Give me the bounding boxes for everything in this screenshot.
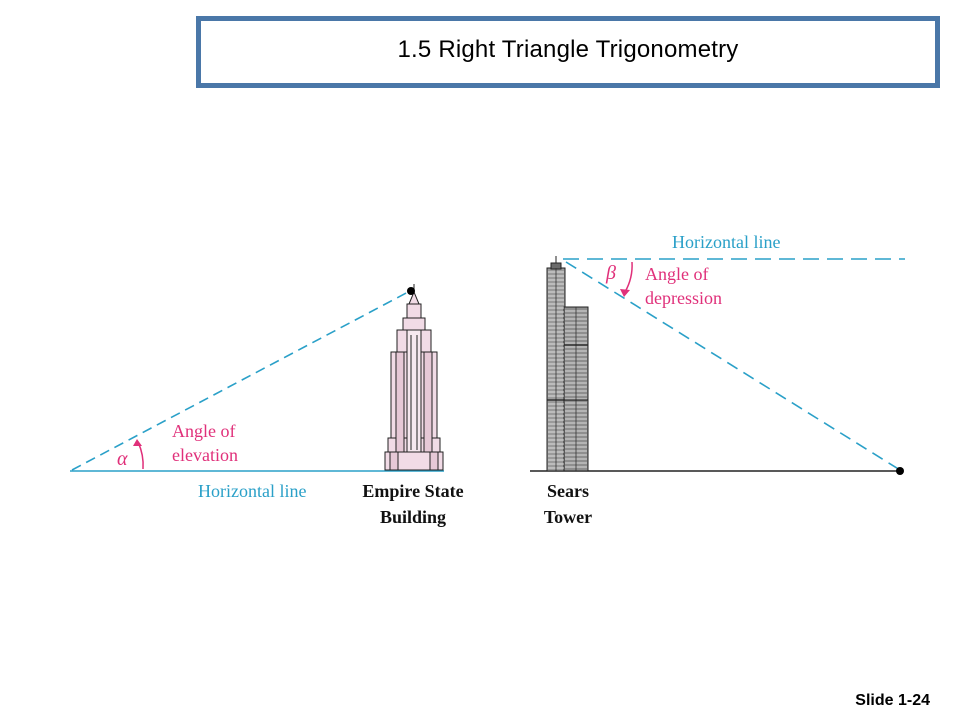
sears-tower bbox=[546, 256, 589, 472]
elevation-arc-arrowhead bbox=[133, 439, 142, 446]
elevation-figure: α Angle of elevation Horizontal line Emp… bbox=[70, 284, 464, 527]
title-frame: 1.5 Right Triangle Trigonometry bbox=[196, 16, 940, 88]
depression-label-line1: Angle of bbox=[645, 264, 708, 284]
depression-label-line2: depression bbox=[645, 288, 722, 308]
alpha-symbol: α bbox=[117, 448, 128, 470]
empire-label-line2: Building bbox=[380, 507, 446, 527]
sears-label-line1: Sears bbox=[547, 481, 589, 501]
depression-figure: Horizontal line β Angle of depression Se… bbox=[530, 232, 905, 527]
empire-label-line1: Empire State bbox=[362, 481, 463, 501]
depression-sight-line bbox=[565, 261, 901, 471]
slide-number: Slide 1-24 bbox=[855, 692, 930, 709]
elevation-angle-arc bbox=[137, 441, 144, 470]
elevation-top-point bbox=[407, 287, 415, 295]
beta-symbol: β bbox=[605, 262, 616, 284]
depression-arc-arrowhead bbox=[620, 289, 630, 297]
empire-state-building bbox=[384, 284, 444, 471]
elevation-label-line1: Angle of bbox=[172, 421, 235, 441]
depression-ground-point bbox=[896, 467, 904, 475]
elevation-sight-line bbox=[71, 290, 411, 471]
slide-title: 1.5 Right Triangle Trigonometry bbox=[397, 36, 739, 63]
depression-angle-arc bbox=[624, 261, 633, 293]
sears-label-line2: Tower bbox=[544, 507, 592, 527]
elevation-horizontal-label: Horizontal line bbox=[198, 481, 306, 501]
elevation-label-line2: elevation bbox=[172, 445, 238, 465]
depression-horizontal-label: Horizontal line bbox=[672, 232, 780, 252]
